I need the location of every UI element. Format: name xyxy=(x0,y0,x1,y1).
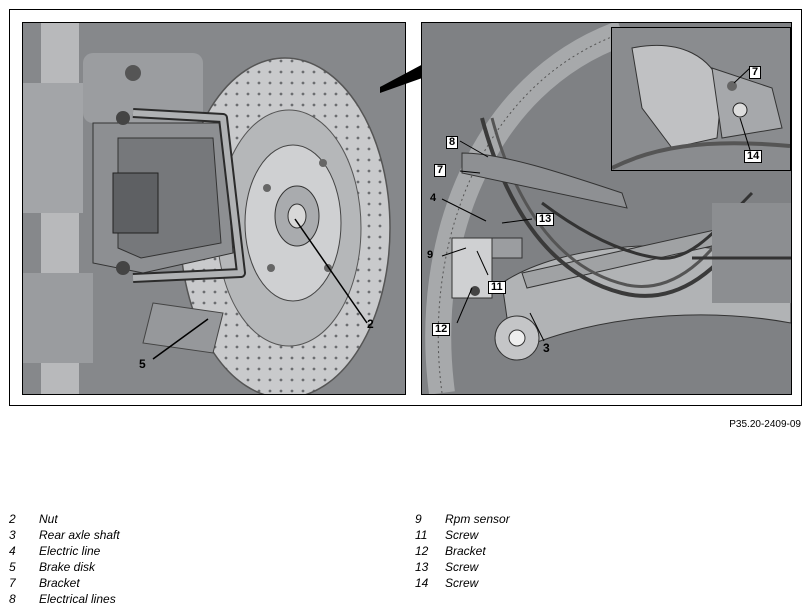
legend-item: 13 Screw xyxy=(415,560,510,576)
callout-9: 9 xyxy=(427,249,434,261)
legend-label: Electrical lines xyxy=(39,592,116,606)
legend-number: 11 xyxy=(415,528,428,542)
callout-14: 14 xyxy=(744,150,763,163)
legend-item: 9 Rpm sensor xyxy=(415,512,510,528)
legend-item: 11 Screw xyxy=(415,528,510,544)
legend-number: 2 xyxy=(9,512,16,526)
legend-item: 8 Electrical lines xyxy=(9,592,120,608)
callout-2: 2 xyxy=(367,317,374,331)
callout-4: 4 xyxy=(430,192,437,204)
legend-label: Screw xyxy=(445,560,479,574)
legend-number: 4 xyxy=(9,544,16,558)
legend-number: 8 xyxy=(9,592,16,606)
legend-label: Rpm sensor xyxy=(445,512,510,526)
callout-3: 3 xyxy=(543,341,550,355)
legend-number: 5 xyxy=(9,560,16,574)
legend-left-column: 2 Nut 3 Rear axle shaft 4 Electric line 5 Brake… xyxy=(9,512,120,608)
inset-detail: 7 14 xyxy=(611,27,791,171)
legend-label: Bracket xyxy=(445,544,486,558)
legend-item: 2 Nut xyxy=(9,512,120,528)
legend-item: 3 Rear axle shaft xyxy=(9,528,120,544)
legend-label: Bracket xyxy=(39,576,80,590)
rpm-sensor-detail-illustration: 7 14 8 7 4 13 9 11 12 3 xyxy=(421,22,792,395)
legend-number: 13 xyxy=(415,560,429,574)
callout-7: 7 xyxy=(434,164,447,177)
callout-12: 12 xyxy=(432,323,451,336)
legend-label: Screw xyxy=(445,576,479,590)
callout-13: 13 xyxy=(536,213,555,226)
legend-label: Screw xyxy=(445,528,479,542)
brake-disk-illustration: 2 5 xyxy=(22,22,406,395)
zoom-connector xyxy=(380,63,425,93)
legend-item: 14 Screw xyxy=(415,576,510,592)
legend-number: 7 xyxy=(9,576,16,590)
legend-item: 4 Electric line xyxy=(9,544,120,560)
legend-number: 12 xyxy=(415,544,429,558)
legend-label: Rear axle shaft xyxy=(39,528,120,542)
legend-label: Nut xyxy=(39,512,58,526)
legend-item: 5 Brake disk xyxy=(9,560,120,576)
callout-8: 8 xyxy=(446,136,459,149)
callout-inset-7: 7 xyxy=(749,66,762,79)
figure-reference-code: P35.20-2409-09 xyxy=(729,419,801,430)
legend-item: 7 Bracket xyxy=(9,576,120,592)
legend-label: Brake disk xyxy=(39,560,96,574)
legend-number: 3 xyxy=(9,528,16,542)
callout-11: 11 xyxy=(488,281,506,294)
legend-number: 14 xyxy=(415,576,429,590)
callout-5: 5 xyxy=(139,357,146,371)
legend-label: Electric line xyxy=(39,544,101,558)
legend-number: 9 xyxy=(415,512,422,526)
legend-item: 12 Bracket xyxy=(415,544,510,560)
